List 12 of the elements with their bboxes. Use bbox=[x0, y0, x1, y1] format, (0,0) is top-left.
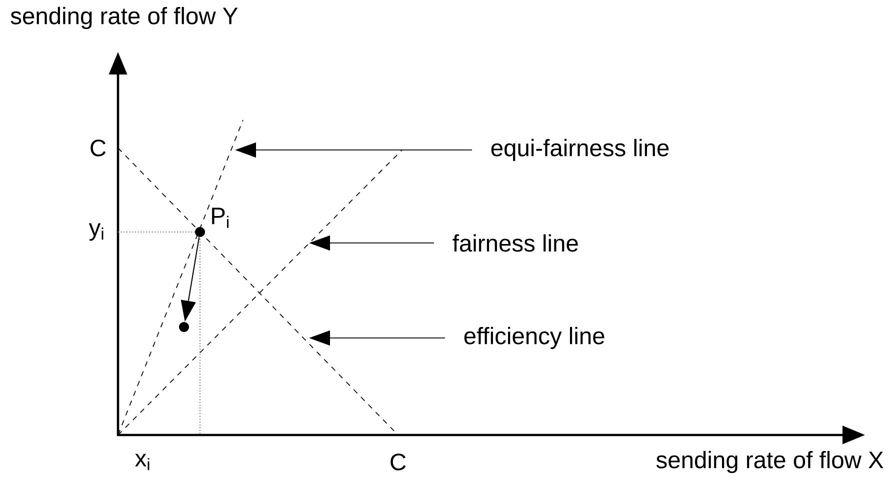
axis-value-label: C bbox=[390, 454, 406, 470]
line-label: efficiency line bbox=[464, 326, 604, 350]
point-dot bbox=[195, 227, 205, 237]
line-label: equi-fairness line bbox=[491, 138, 669, 162]
axis-title: sending rate of flow X bbox=[656, 450, 884, 474]
point-label: P$_{i}$ bbox=[212, 208, 228, 228]
line-label: fairness line bbox=[452, 234, 578, 252]
axis-title: sending rate of flow Y bbox=[10, 6, 238, 30]
axis-value-label: x$_{i}$ bbox=[135, 454, 150, 470]
axis-value-label: C bbox=[90, 140, 106, 156]
axis-value-label: y$_{i}$ bbox=[88, 223, 104, 241]
point-dot bbox=[179, 322, 189, 332]
